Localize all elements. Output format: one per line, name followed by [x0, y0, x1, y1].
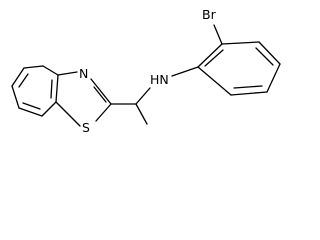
bromine-label: Br — [202, 7, 217, 22]
benzo-double-bond — [18, 73, 29, 88]
linker — [110, 66, 199, 125]
thiazole-ring — [55, 71, 112, 127]
ch-nh-bond — [135, 87, 151, 105]
phenyl-bond — [230, 91, 268, 96]
thiazole-bond — [57, 71, 78, 76]
benzo-bond — [23, 65, 44, 69]
benzo-bond — [55, 74, 59, 103]
bromophenyl-ring — [197, 24, 281, 96]
phenyl-double-bond — [204, 49, 224, 67]
benzo-bond — [11, 67, 25, 87]
phenyl-bond — [221, 41, 260, 45]
methyl-bond — [135, 103, 148, 125]
benzo-double-bond — [22, 102, 41, 110]
phenyl-double-bond — [255, 47, 274, 66]
nh-aryl-bond — [171, 66, 199, 77]
phenyl-bond — [197, 66, 232, 96]
benzo-bond — [42, 65, 59, 76]
benzo-bond — [11, 85, 20, 109]
thiazole-bond — [95, 103, 112, 122]
thiazole-sulfur-label: S — [82, 120, 90, 135]
phenyl-bond — [258, 41, 281, 65]
structure-diagram: Br HN N S — [0, 0, 318, 156]
benzo-double-bond — [50, 79, 53, 99]
canvas-background — [0, 0, 318, 156]
benzo-bond — [18, 107, 43, 117]
thiazole-bond — [90, 78, 112, 105]
amine-label: HN — [150, 72, 169, 87]
benzo-bond — [41, 101, 57, 117]
benzo-ring — [11, 65, 59, 117]
thiazole-bond — [55, 101, 81, 127]
thiazole-double-bond — [93, 86, 107, 103]
thiazole-nitrogen-label: N — [79, 66, 88, 81]
phenyl-double-bond — [233, 85, 263, 89]
phenyl-bond — [197, 43, 223, 68]
phenyl-bond — [266, 63, 281, 93]
c-br-bond — [213, 24, 223, 45]
